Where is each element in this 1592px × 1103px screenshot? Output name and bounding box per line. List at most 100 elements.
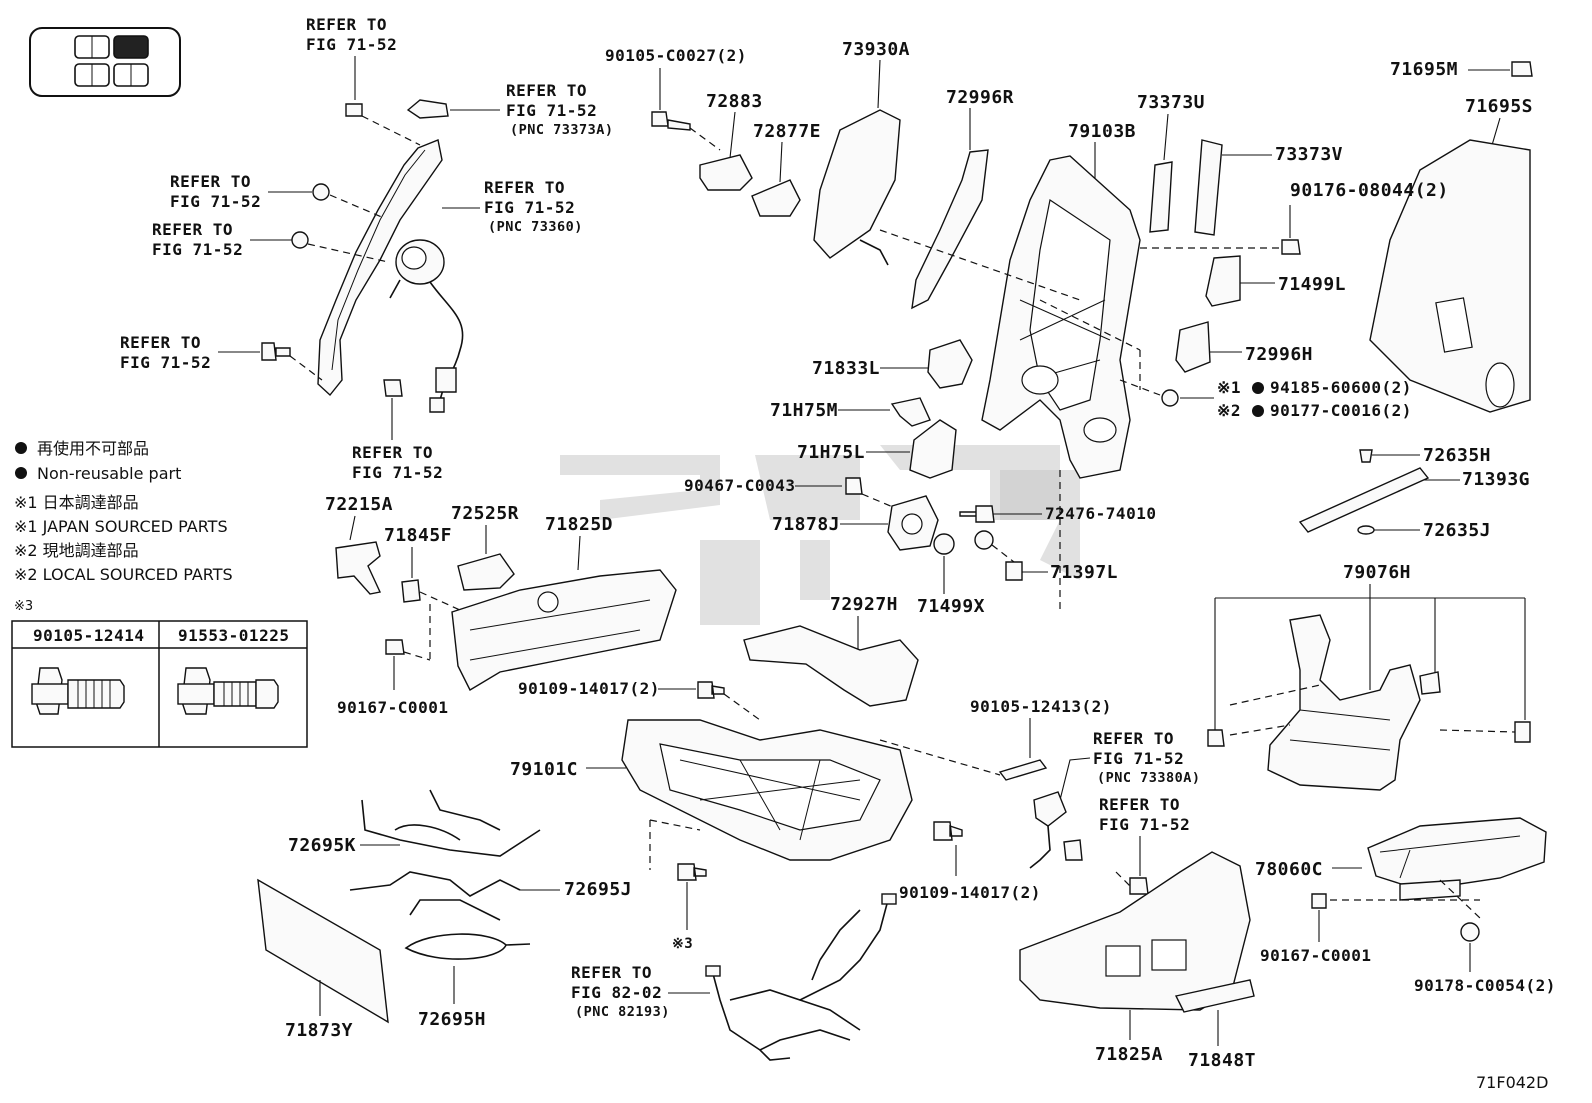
stud-bolt-icon (177, 667, 279, 715)
switch-icon (457, 553, 515, 591)
clip-icon (1511, 61, 1533, 77)
clip-icon (1359, 449, 1373, 463)
screw-icon (959, 505, 995, 523)
strip-icon (1298, 467, 1430, 533)
clip-icon (401, 579, 421, 603)
part-number-73930A: 73930A (842, 39, 910, 60)
part-number-71873Y: 71873Y (285, 1020, 353, 1041)
refer-label: FIG 71-52 (506, 101, 597, 120)
handle-icon (335, 541, 382, 595)
refer-label: REFER TO (506, 81, 587, 100)
part-number-71H75M: 71H75M (770, 400, 838, 421)
refer-pnc: (PNC 73373A) (510, 122, 614, 138)
cap-icon (974, 530, 994, 550)
bolt-icon (345, 103, 363, 117)
clip-icon (845, 477, 863, 495)
floor-harness-icon (705, 893, 897, 1061)
bracket-icon (1149, 161, 1173, 233)
part-number-72883: 72883 (706, 91, 763, 112)
armrest-icon (1367, 817, 1547, 901)
loop-wire-icon (404, 933, 531, 960)
part-number-72695H: 72695H (418, 1009, 486, 1030)
bolt-table-head-1: 90105-12414 (33, 626, 144, 645)
refer-label: REFER TO (120, 333, 201, 352)
refer-label: REFER TO (484, 178, 565, 197)
refer-label: FIG 71-52 (170, 192, 261, 211)
flange-bolt-icon (31, 667, 125, 715)
part-number-72927H: 72927H (830, 594, 898, 615)
refer-pnc: (PNC 73380A) (1097, 770, 1201, 786)
clip-icon (1005, 561, 1023, 581)
part-number-79076H: 79076H (1343, 562, 1411, 583)
part-number-72476-74010: 72476-74010 (1045, 504, 1156, 523)
right-side-parts: 72635H 71393G 72635J 79076H 78060C (1019, 445, 1556, 1071)
bolt-icon (385, 639, 405, 655)
legend-note2-jp: ※2 現地調達部品 (14, 541, 139, 560)
part-number-79101C: 79101C (510, 759, 578, 780)
clip-icon (1357, 525, 1375, 535)
legend-note1-en: ※1 JAPAN SOURCED PARTS (14, 517, 228, 536)
part-number-90105-12413: 90105-12413(2) (970, 697, 1112, 716)
bolt-icon (933, 821, 963, 841)
bolt-icon (1311, 893, 1327, 909)
bolt-table-head-2: 91553-01225 (178, 626, 289, 645)
cover-icon (699, 154, 753, 191)
bolt-icon (383, 379, 403, 397)
part-number-72635J: 72635J (1423, 520, 1491, 541)
refer-label: FIG 82-02 (571, 983, 662, 1002)
part-number-71848T: 71848T (1188, 1050, 1256, 1071)
backboard-icon (813, 109, 901, 259)
part-number-73373U: 73373U (1137, 92, 1205, 113)
note-mark: ※1 (1217, 378, 1241, 397)
long-bolt-icon (998, 759, 1048, 781)
seat-frame-parts: 72927H 90109-14017(2) 90105-12413(2) 791… (510, 594, 1112, 952)
legend-note1-jp: ※1 日本調達部品 (14, 493, 139, 512)
part-number-73373V: 73373V (1275, 144, 1343, 165)
cover-icon (1175, 321, 1211, 373)
cover-icon (406, 99, 449, 119)
part-number-72877E: 72877E (753, 121, 821, 142)
seat-cushion-frame-icon (621, 719, 913, 861)
refer-label: FIG 71-52 (352, 463, 443, 482)
seat-panel-icon (257, 878, 389, 1024)
bracket-assembly-icon (743, 625, 919, 707)
refer-label: REFER TO (1099, 795, 1180, 814)
left-side-cover-parts: 72215A 71845F 72525R 71825D 90167-C0001 (325, 494, 677, 717)
part-number-71825D: 71825D (545, 514, 613, 535)
refer-pnc: (PNC 73360) (488, 219, 583, 235)
part-number-90167-C0001: 90167-C0001 (337, 698, 448, 717)
part-number-72215A: 72215A (325, 494, 393, 515)
part-number-90109-14017: 90109-14017(2) (518, 679, 660, 698)
part-number-71825A: 71825A (1095, 1044, 1163, 1065)
nut-icon (312, 183, 330, 201)
wire-harness-parts: 72695K 72695J 72695H 71873Y REFER TO FIG… (257, 789, 897, 1061)
bolt-icon (1129, 877, 1149, 895)
nut-icon (1161, 389, 1179, 407)
part-number-72695K: 72695K (288, 835, 356, 856)
part-number-90177-C0016: 90177-C0016(2) (1270, 401, 1412, 420)
part-number-71695M: 71695M (1390, 59, 1458, 80)
bolt-icon (697, 681, 725, 699)
seat-shield-icon (1267, 614, 1421, 791)
note-mark: ※2 (1217, 401, 1241, 420)
part-number-71878J: 71878J (772, 514, 840, 535)
part-number-71397L: 71397L (1050, 562, 1118, 583)
part-number-71499L: 71499L (1278, 274, 1346, 295)
seatback-frame-icon (981, 155, 1141, 479)
part-number-71833L: 71833L (812, 358, 880, 379)
bracket-icon (890, 397, 931, 427)
part-number-72996H: 72996H (1245, 344, 1313, 365)
part-number-90178-C0054: 90178-C0054(2) (1414, 976, 1556, 995)
part-number-72635H: 72635H (1423, 445, 1491, 466)
part-number-71393G: 71393G (1462, 469, 1530, 490)
part-number-90467-C0043: 90467-C0043 (684, 476, 795, 495)
refer-label: FIG 71-52 (152, 240, 243, 259)
clip-icon (1207, 729, 1225, 747)
part-number-90176-08044: 90176-08044(2) (1290, 180, 1449, 201)
part-number-90109-14017: 90109-14017(2) (899, 883, 1041, 902)
refer-label: REFER TO (306, 15, 387, 34)
refer-label: FIG 71-52 (484, 198, 575, 217)
bolt-icon (677, 863, 707, 881)
nut-icon (291, 231, 309, 249)
